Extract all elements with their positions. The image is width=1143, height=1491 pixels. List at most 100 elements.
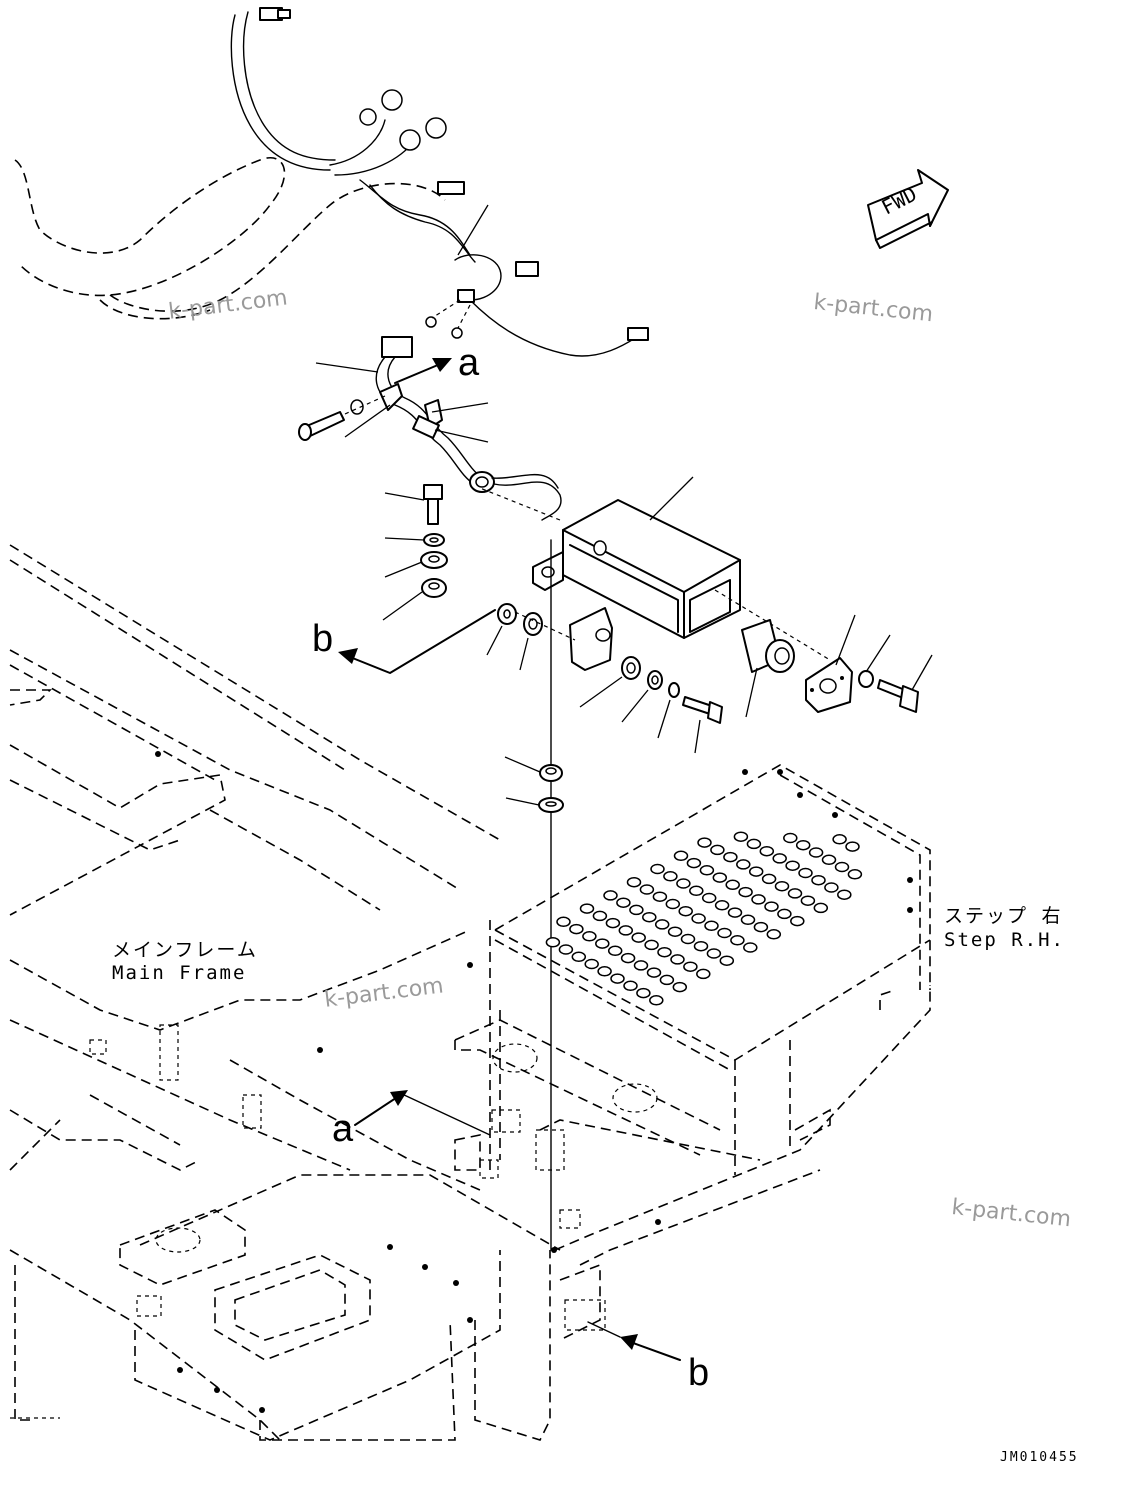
view-letter-a-top: a [458,342,480,384]
perforation-hole [616,897,631,908]
perforation-hole [743,942,758,953]
perforation-hole [696,968,711,980]
perforation-hole [811,874,826,886]
perforation-hole [714,900,730,911]
perforation-hole [626,876,642,888]
perforation-hole [736,859,751,870]
perforation-hole [646,967,662,978]
perforation-hole [813,902,829,914]
perforation-hole [665,898,681,910]
perforation-hole [699,865,715,876]
view-letter-b-top: b [312,618,334,660]
perforation-hole [748,866,764,877]
perforation-hole [785,860,800,871]
perforation-hole [558,944,574,955]
perforation-hole [727,907,743,918]
perforation-hole [701,892,717,904]
view-letter-a-bottom: a [332,1108,354,1150]
perforation-hole [753,921,769,933]
perforation-hole [719,955,735,966]
view-arrows [338,358,681,1361]
perforation-hole [686,857,702,869]
perforation-hole [676,878,691,889]
perforation-hole [670,954,685,965]
perforation-hole [649,995,664,1006]
perforation-hole [774,880,790,892]
perforation-hole [766,929,782,940]
perforation-hole [761,873,777,885]
perforation-hole [597,966,612,977]
bracket-fasteners [486,603,723,754]
perforation-hole [654,919,670,930]
perforation-hole [772,853,787,864]
perforation-hole [584,958,599,970]
step-rh [494,764,931,1175]
perforation-hole [607,945,623,957]
perforation-hole [556,916,571,928]
perforation-hole [636,987,651,999]
perforation-hole [683,961,698,972]
perforation-hole [623,980,638,992]
perforation-hole [650,863,665,875]
perforation-hole [678,905,693,917]
fastener-stack [382,484,448,621]
perforation-hole [618,925,634,936]
perforation-hole [824,882,839,893]
perforation-hole [821,854,837,866]
perforation-hole [746,838,762,850]
view-letter-b-bottom: b [688,1352,710,1394]
perforation-hole [667,926,683,937]
perforation-hole [751,894,766,905]
perforation-hole [545,937,561,948]
perforation-hole [717,927,732,939]
perforation-hole [764,901,779,912]
perforation-hole [710,844,725,856]
perforation-hole [642,911,657,923]
perforation-hole [834,861,850,873]
perforation-hole [644,939,659,951]
perforation-hole [631,932,646,943]
perforation-hole [712,872,728,883]
perforation-hole [845,841,860,852]
perforation-hole [569,923,584,935]
perforation-hole [800,895,816,906]
perforation-hole [790,915,805,927]
perforation-hole [680,933,696,945]
perforation-hole [639,884,655,895]
perforation-hole [693,940,709,952]
perforation-hole [571,951,587,963]
perforation-hole [740,914,756,926]
step-label-jp: ステップ 右 [944,905,1063,927]
perforation-hole [777,908,792,920]
perforation-hole [808,847,824,858]
perforation-hole [697,837,712,848]
perforation-hole [659,974,675,986]
perforation-hole [620,952,636,964]
switch-box [479,476,831,671]
rotary-switch [741,614,933,718]
drawing-number: JM010455 [1000,1450,1079,1465]
perforation-hole [672,981,688,993]
perforation-hole [837,889,852,900]
perforation-hole [592,910,608,922]
main-frame-label-en: Main Frame [112,962,247,984]
perforation-hole [723,851,738,863]
perforation-hole [595,938,610,949]
perforation-hole [787,888,803,899]
step-label-en: Step R.H. [944,929,1065,951]
perforation-hole [629,904,644,916]
perforation-hole [738,886,753,898]
perforation-hole [610,973,625,984]
perforation-hole [603,890,618,901]
perforation-hole [657,946,672,958]
perforation-hole [579,903,595,914]
perforation-hole [691,913,706,924]
perforation-hole [783,832,798,844]
fwd-arrow-icon [867,169,949,249]
main-frame [9,544,931,1441]
perforation-hole [689,885,704,897]
perforation-hole [733,831,749,842]
perforation-hole [798,867,813,879]
perforation-hole [759,845,775,857]
